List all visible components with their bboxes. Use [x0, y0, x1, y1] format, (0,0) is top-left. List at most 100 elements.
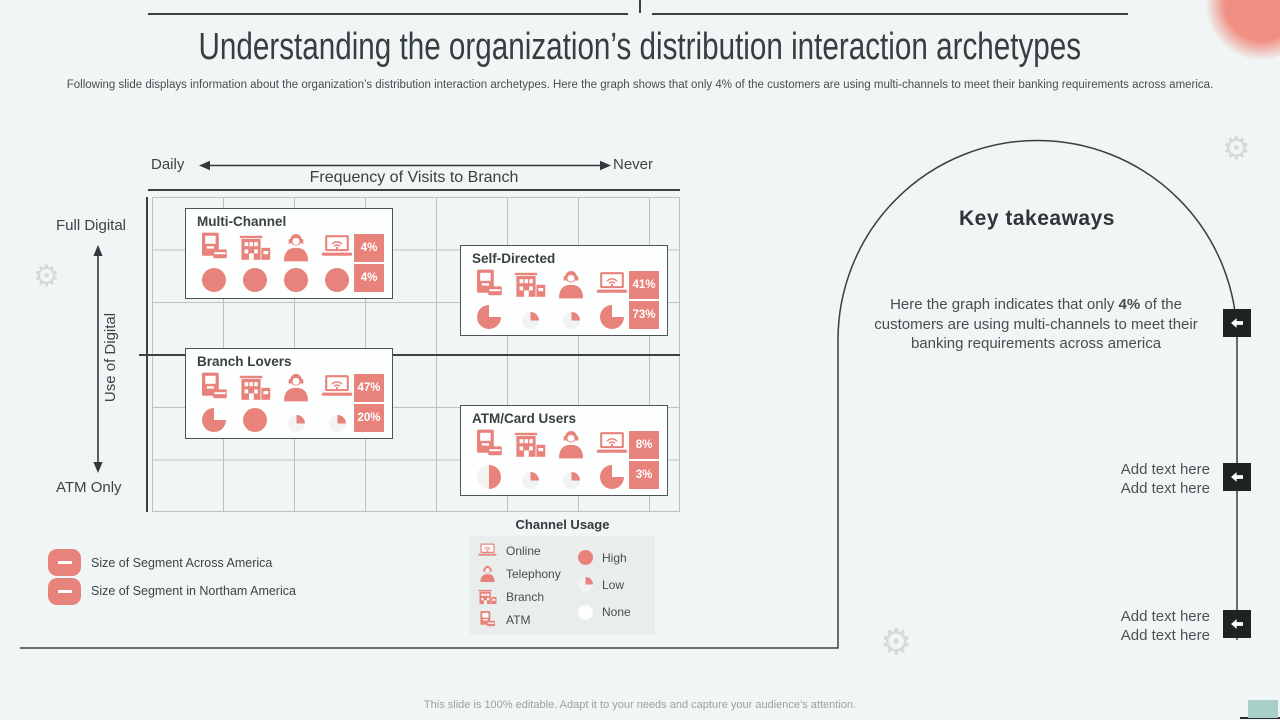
channel-cell-branch: [513, 429, 547, 491]
legend-channel-branch: Branch: [478, 588, 578, 605]
x-axis-title: Frequency of Visits to Branch: [309, 169, 519, 186]
usage-quarter-shape: [562, 472, 580, 489]
branch-icon: [514, 429, 546, 459]
pct-across-america: 41%: [632, 279, 656, 291]
legend-channel-label: ATM: [506, 612, 531, 627]
usage-three-quarter-shape: [600, 305, 624, 329]
usage-none-shape: [578, 604, 593, 620]
page-title: Understanding the organization’s distrib…: [198, 26, 1082, 68]
y-axis-top-label: Full Digital: [56, 217, 127, 234]
size-legend-label-across: Size of Segment Across America: [91, 556, 273, 570]
pct-northam-america: 3%: [629, 459, 659, 489]
usage-three-quarter-shape: [600, 465, 624, 489]
channel-cell-branch: [238, 372, 272, 434]
usage-full-shape: [325, 268, 349, 292]
size-legend-swatches: [48, 549, 81, 605]
channel-cell-online: [320, 232, 354, 294]
pct-northam-america: 73%: [629, 299, 659, 329]
legend-level-label: High: [602, 550, 627, 565]
minus-icon: [57, 561, 72, 564]
gear-icon: ⚙: [880, 621, 913, 662]
footer-note: This slide is 100% editable. Adapt it to…: [423, 699, 857, 711]
telephony-icon: [555, 429, 587, 459]
atm-icon: [473, 429, 505, 459]
branch-icon: [239, 372, 271, 402]
add-text-line[interactable]: Add text here: [1120, 480, 1210, 497]
usage-half-shape: [477, 465, 501, 489]
y-axis-bottom-label: ATM Only: [56, 479, 122, 496]
channel-cell-telephony: [279, 232, 313, 294]
add-text-line[interactable]: Add text here: [1120, 608, 1210, 625]
legend-channel-label: Telephony: [506, 566, 561, 581]
legend-level-high: High: [578, 550, 647, 566]
channel-cell-telephony: [554, 429, 588, 491]
segment-percentages: 47% 20%: [354, 374, 384, 432]
usage-full-shape: [578, 550, 593, 566]
gear-icon: ⚙: [1222, 130, 1251, 166]
usage-quarter-shape: [562, 312, 580, 329]
legend-channel-atm: ATM: [478, 611, 578, 628]
top-rule-right: [652, 13, 1128, 15]
channel-cell-branch: [513, 269, 547, 331]
legend-level-label: Low: [602, 577, 625, 592]
usage-quarter-shape: [328, 415, 346, 432]
add-text-line[interactable]: Add text here: [1120, 627, 1210, 644]
usage-quarter-shape: [521, 472, 539, 489]
usage-full-shape: [243, 268, 267, 292]
add-text-line[interactable]: Add text here: [1120, 461, 1210, 478]
legend-channel-label: Branch: [506, 589, 545, 604]
channel-cell-online: [320, 372, 354, 434]
channel-cell-telephony: [554, 269, 588, 331]
gear-icon: ⚙: [33, 260, 60, 293]
online-icon: [321, 232, 353, 262]
atm-icon: [478, 611, 497, 628]
pct-northam-america: 4%: [354, 262, 384, 292]
takeaway-arrow-button-2[interactable]: [1223, 463, 1251, 491]
telephony-icon: [555, 269, 587, 299]
channel-cell-telephony: [279, 372, 313, 434]
legend-channel-telephony: Telephony: [478, 565, 578, 582]
left-arrow-icon: [1231, 619, 1243, 629]
top-rule-left: [148, 13, 628, 15]
usage-quarter-shape: [521, 312, 539, 329]
online-icon: [321, 372, 353, 402]
channel-cell-atm: [472, 429, 506, 491]
telephony-icon: [280, 232, 312, 262]
channel-cell-branch: [238, 232, 272, 294]
add-text-group-1[interactable]: Add text here Add text here: [1010, 460, 1210, 498]
legend-level-none: None: [578, 604, 647, 620]
takeaway-arrow-button-1[interactable]: [1223, 309, 1251, 337]
slide-subtitle: Following slide displays information abo…: [66, 79, 1214, 91]
pct-across-america: 8%: [635, 439, 653, 451]
key-takeaways-text: Here the graph indicates that only 4% of…: [860, 295, 1212, 354]
pct-northam-america: 20%: [354, 402, 384, 432]
add-text-group-2[interactable]: Add text here Add text here: [1010, 607, 1210, 645]
minus-icon: [57, 590, 72, 593]
channel-cell-online: [595, 429, 629, 491]
branch-icon: [239, 232, 271, 262]
channel-usage-title: Channel Usage: [515, 517, 610, 532]
x-axis-line: [148, 189, 680, 191]
usage-full-shape: [284, 268, 308, 292]
usage-full-shape: [243, 408, 267, 432]
online-icon: [478, 542, 497, 559]
segment-title: ATM/Card Users: [472, 411, 577, 426]
usage-three-quarter-shape: [477, 305, 501, 329]
size-segment-northam-swatch: [48, 578, 81, 605]
takeaway-arrow-button-3[interactable]: [1223, 610, 1251, 638]
takeaway-text-pre: Here the graph indicates that only: [890, 296, 1119, 313]
segment-title: Self-Directed: [472, 251, 556, 266]
atm-icon: [473, 269, 505, 299]
legend-channel-online: Online: [478, 542, 578, 559]
telephony-icon: [478, 565, 497, 582]
usage-three-quarter-shape: [202, 408, 226, 432]
size-legend-label-northam: Size of Segment in Northam America: [91, 584, 296, 598]
segment-percentages: 8% 3%: [629, 431, 659, 489]
legend-level-low: Low: [578, 577, 647, 593]
pct-across-america: 47%: [357, 382, 381, 394]
online-icon: [596, 429, 628, 459]
segment-box-atm-card-users: ATM/Card Users 8% 3%: [460, 405, 668, 496]
